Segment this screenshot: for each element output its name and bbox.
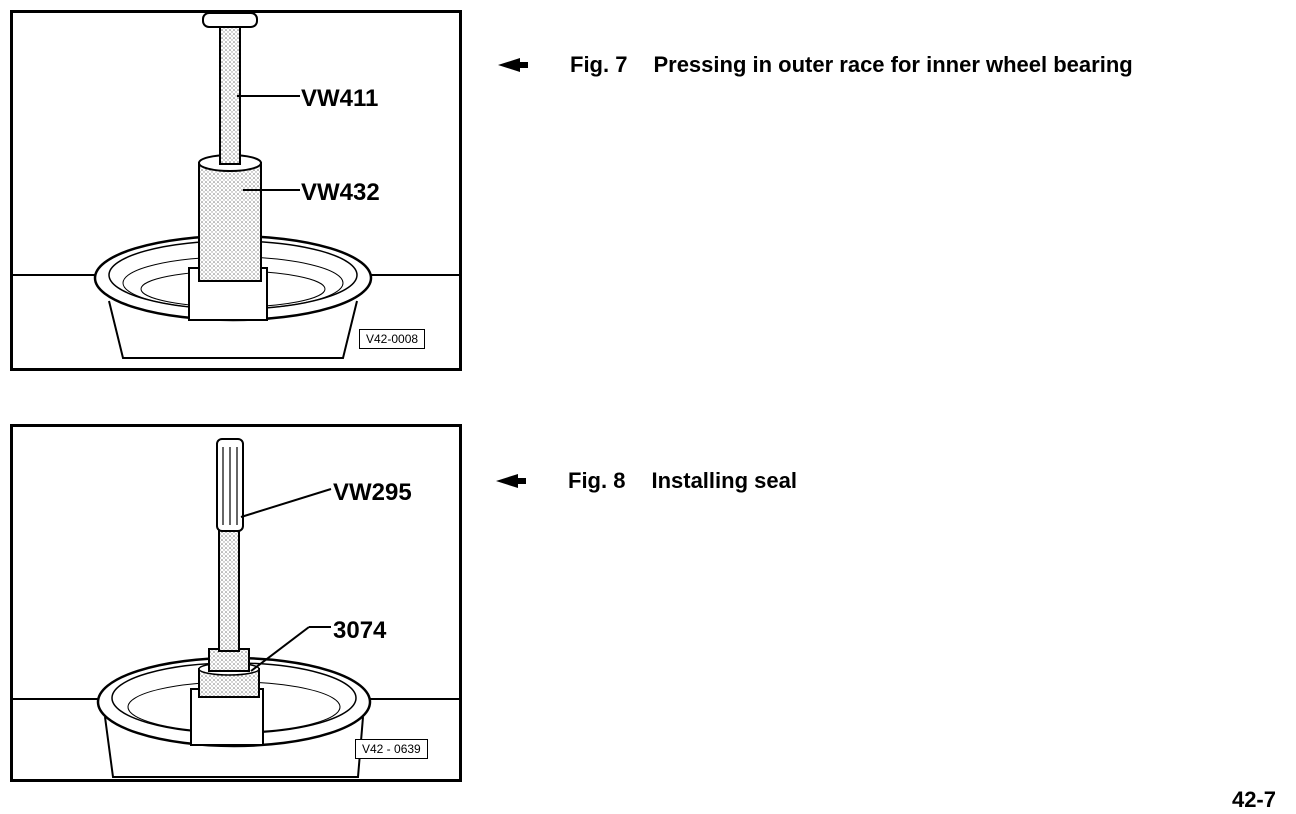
figure-caption-text: Installing seal	[651, 468, 797, 493]
figure-7-caption: Fig. 7 Pressing in outer race for inner …	[498, 52, 1133, 78]
callout-3074: 3074	[333, 617, 387, 644]
figure-7-illustration: VW411 VW432 V42-0008	[10, 10, 462, 371]
figure-ref-code: V42-0008	[359, 329, 426, 350]
figure-number: Fig. 7	[570, 52, 628, 77]
seal-tool-drawing-fig8	[13, 438, 459, 778]
left-pointer-arrow-icon	[498, 58, 528, 72]
page-number: 42-7	[1231, 787, 1276, 812]
figure-caption-text: Pressing in outer race for inner wheel b…	[653, 52, 1133, 77]
figure-ref-code: V42 - 0639	[355, 739, 428, 760]
left-pointer-arrow-icon	[496, 474, 526, 488]
callout-vw295: VW295	[333, 479, 412, 506]
figure-8-illustration: VW295 3074 V42 - 0639	[10, 424, 462, 782]
figure-number: Fig. 8	[568, 468, 626, 493]
callout-vw432: VW432	[301, 179, 380, 206]
press-tool-drawing-fig7	[13, 13, 459, 359]
figure-8-caption: Fig. 8 Installing seal	[496, 468, 797, 494]
callout-vw411: VW411	[301, 85, 379, 112]
